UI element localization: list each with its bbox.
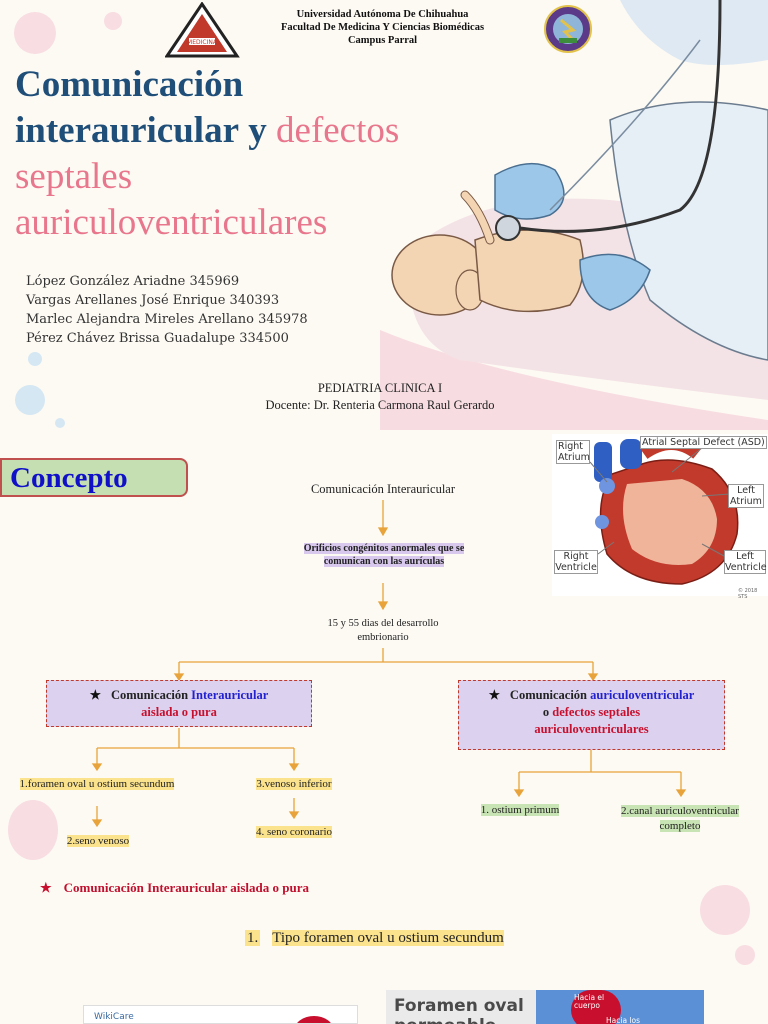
diagram-timing: 15 y 55 dias del desarrollo embrionario xyxy=(327,618,439,643)
left-category-box: ★ Comunicación Interauricular aislada o p… xyxy=(46,680,312,727)
decor-blob xyxy=(8,800,58,860)
box-highlight: auriculoventricular xyxy=(590,688,695,702)
section-heading: ★ Comunicación Interauricular aislada o p… xyxy=(40,880,309,896)
page-title: Comunicación interauricular y defectos s… xyxy=(15,62,485,246)
figure-label: Hacia el cuerpo xyxy=(574,993,605,1010)
doctor-baby-illustration xyxy=(380,0,768,430)
diagram-root: Comunicación Interauricular xyxy=(310,482,456,496)
left-item-3: 3.venoso inferior xyxy=(244,778,344,790)
campus-name: Campus Parral xyxy=(347,35,418,46)
decor-blob xyxy=(14,12,56,54)
concept-heading: Concepto xyxy=(0,458,188,497)
item-text: 2.seno venoso xyxy=(66,835,130,847)
box-text: o xyxy=(542,705,550,719)
diagram-definition: Orificios congénitos anormales que se co… xyxy=(284,542,484,568)
label-left-ventricle: Left Ventricle xyxy=(724,550,767,574)
item-text: 2.canal auriculoventricular completo xyxy=(621,805,739,832)
title-part: defectos xyxy=(276,110,400,151)
right-item-1: 1. ostium primum xyxy=(460,804,580,816)
item-text: Tipo foramen oval u ostium secundum xyxy=(272,930,504,946)
box-highlight: Interauricular xyxy=(191,688,269,702)
wikicare-figure: WikiCare xyxy=(83,1005,358,1024)
definition-text: Orificios congénitos anormales que se co… xyxy=(303,543,465,567)
title-part: y xyxy=(248,110,267,151)
section-title: Comunicación Interauricular aislada o pu… xyxy=(63,880,309,895)
author-item: Marlec Alejandra Mireles Arellano 345978 xyxy=(26,312,308,327)
course-name: PEDIATRIA CLINICA I xyxy=(317,381,443,395)
star-icon: ★ xyxy=(40,880,52,895)
decor-blob xyxy=(55,418,65,428)
left-item-4: 4. seno coronario xyxy=(244,826,344,838)
author-list: López González Ariadne 345969 Vargas Are… xyxy=(26,272,308,348)
box-text: Comunicación xyxy=(509,688,588,702)
teacher-name: Docente: Dr. Renteria Carmona Raul Gerar… xyxy=(265,398,495,412)
label-right-atrium: Right Atrium xyxy=(556,440,590,464)
vessel-shape xyxy=(571,990,621,1024)
university-name: Universidad Autónoma De Chihuahua xyxy=(296,9,469,20)
left-item-1: 1.foramen oval u ostium secundum xyxy=(6,778,188,790)
title-part: septales xyxy=(15,156,133,197)
item-text: 1. ostium primum xyxy=(480,804,560,816)
crest-icon xyxy=(543,0,593,58)
left-item-2: 2.seno venoso xyxy=(58,835,138,847)
figure-label: Hacia los xyxy=(606,1016,641,1024)
item-number: 1. xyxy=(245,930,261,946)
label-right-ventricle: Right Ventricle xyxy=(554,550,598,574)
right-item-2: 2.canal auriculoventricular completo xyxy=(605,804,755,834)
figure-title: Foramen oval permeable xyxy=(394,996,524,1024)
section-item: 1. Tipo foramen oval u ostium secundum xyxy=(245,930,504,947)
figure-brand: WikiCare xyxy=(94,1012,134,1022)
foramen-figure: Foramen oval permeable Hacia el cuerpo H… xyxy=(386,990,704,1024)
title-part: auriculoventriculares xyxy=(15,202,328,243)
decor-blob xyxy=(15,385,45,415)
decor-blob xyxy=(700,885,750,935)
item-text: 3.venoso inferior xyxy=(256,778,332,790)
title-part: Comunicación xyxy=(15,64,244,105)
box-highlight: defectos septales xyxy=(552,705,641,719)
right-category-box: ★ Comunicación auriculoventricular o defe… xyxy=(458,680,725,750)
box-highlight: auriculoventriculares xyxy=(534,722,649,736)
institution-header: Universidad Autónoma De Chihuahua Facult… xyxy=(250,8,515,47)
box-text: aislada o pura xyxy=(141,705,217,719)
figure-copyright: © 2018 STS xyxy=(738,588,758,600)
item-text: 1.foramen oval u ostium secundum xyxy=(19,778,175,790)
faculty-name: Facultad De Medicina Y Ciencias Biomédic… xyxy=(280,22,485,33)
title-part: interauricular xyxy=(15,110,240,151)
course-info: PEDIATRIA CLINICA I Docente: Dr. Renteri… xyxy=(200,380,560,414)
author-item: Pérez Chávez Brissa Guadalupe 334500 xyxy=(26,331,289,346)
box-text: Comunicación xyxy=(110,688,189,702)
diagram-connectors xyxy=(91,500,687,828)
label-asd: Atrial Septal Defect (ASD) xyxy=(640,436,767,449)
heart-shape-icon xyxy=(294,1016,334,1023)
item-text: 4. seno coronario xyxy=(255,826,333,838)
star-icon: ★ xyxy=(488,688,500,702)
author-item: Vargas Arellanes José Enrique 340393 xyxy=(26,293,280,308)
university-logo: MEDICINA xyxy=(164,1,240,58)
label-left-atrium: Left Atrium xyxy=(728,484,764,508)
decor-blob xyxy=(28,352,42,366)
star-icon: ★ xyxy=(89,688,101,702)
decor-blob xyxy=(104,12,122,30)
heart-figure: Right Atrium Atrial Septal Defect (ASD) … xyxy=(552,434,768,600)
svg-text:MEDICINA: MEDICINA xyxy=(187,39,218,46)
author-item: López González Ariadne 345969 xyxy=(26,274,240,289)
decor-blob xyxy=(735,945,755,965)
